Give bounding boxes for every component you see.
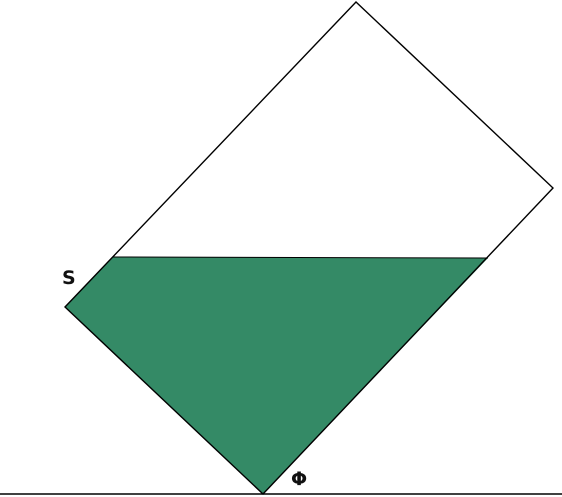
tilted-rectangle-outline [64, 1, 554, 495]
label-s: S [62, 267, 76, 289]
label-phi: Φ [291, 468, 307, 490]
liquid-surface-line [112, 256, 489, 259]
liquid-fill-region [65, 257, 488, 494]
